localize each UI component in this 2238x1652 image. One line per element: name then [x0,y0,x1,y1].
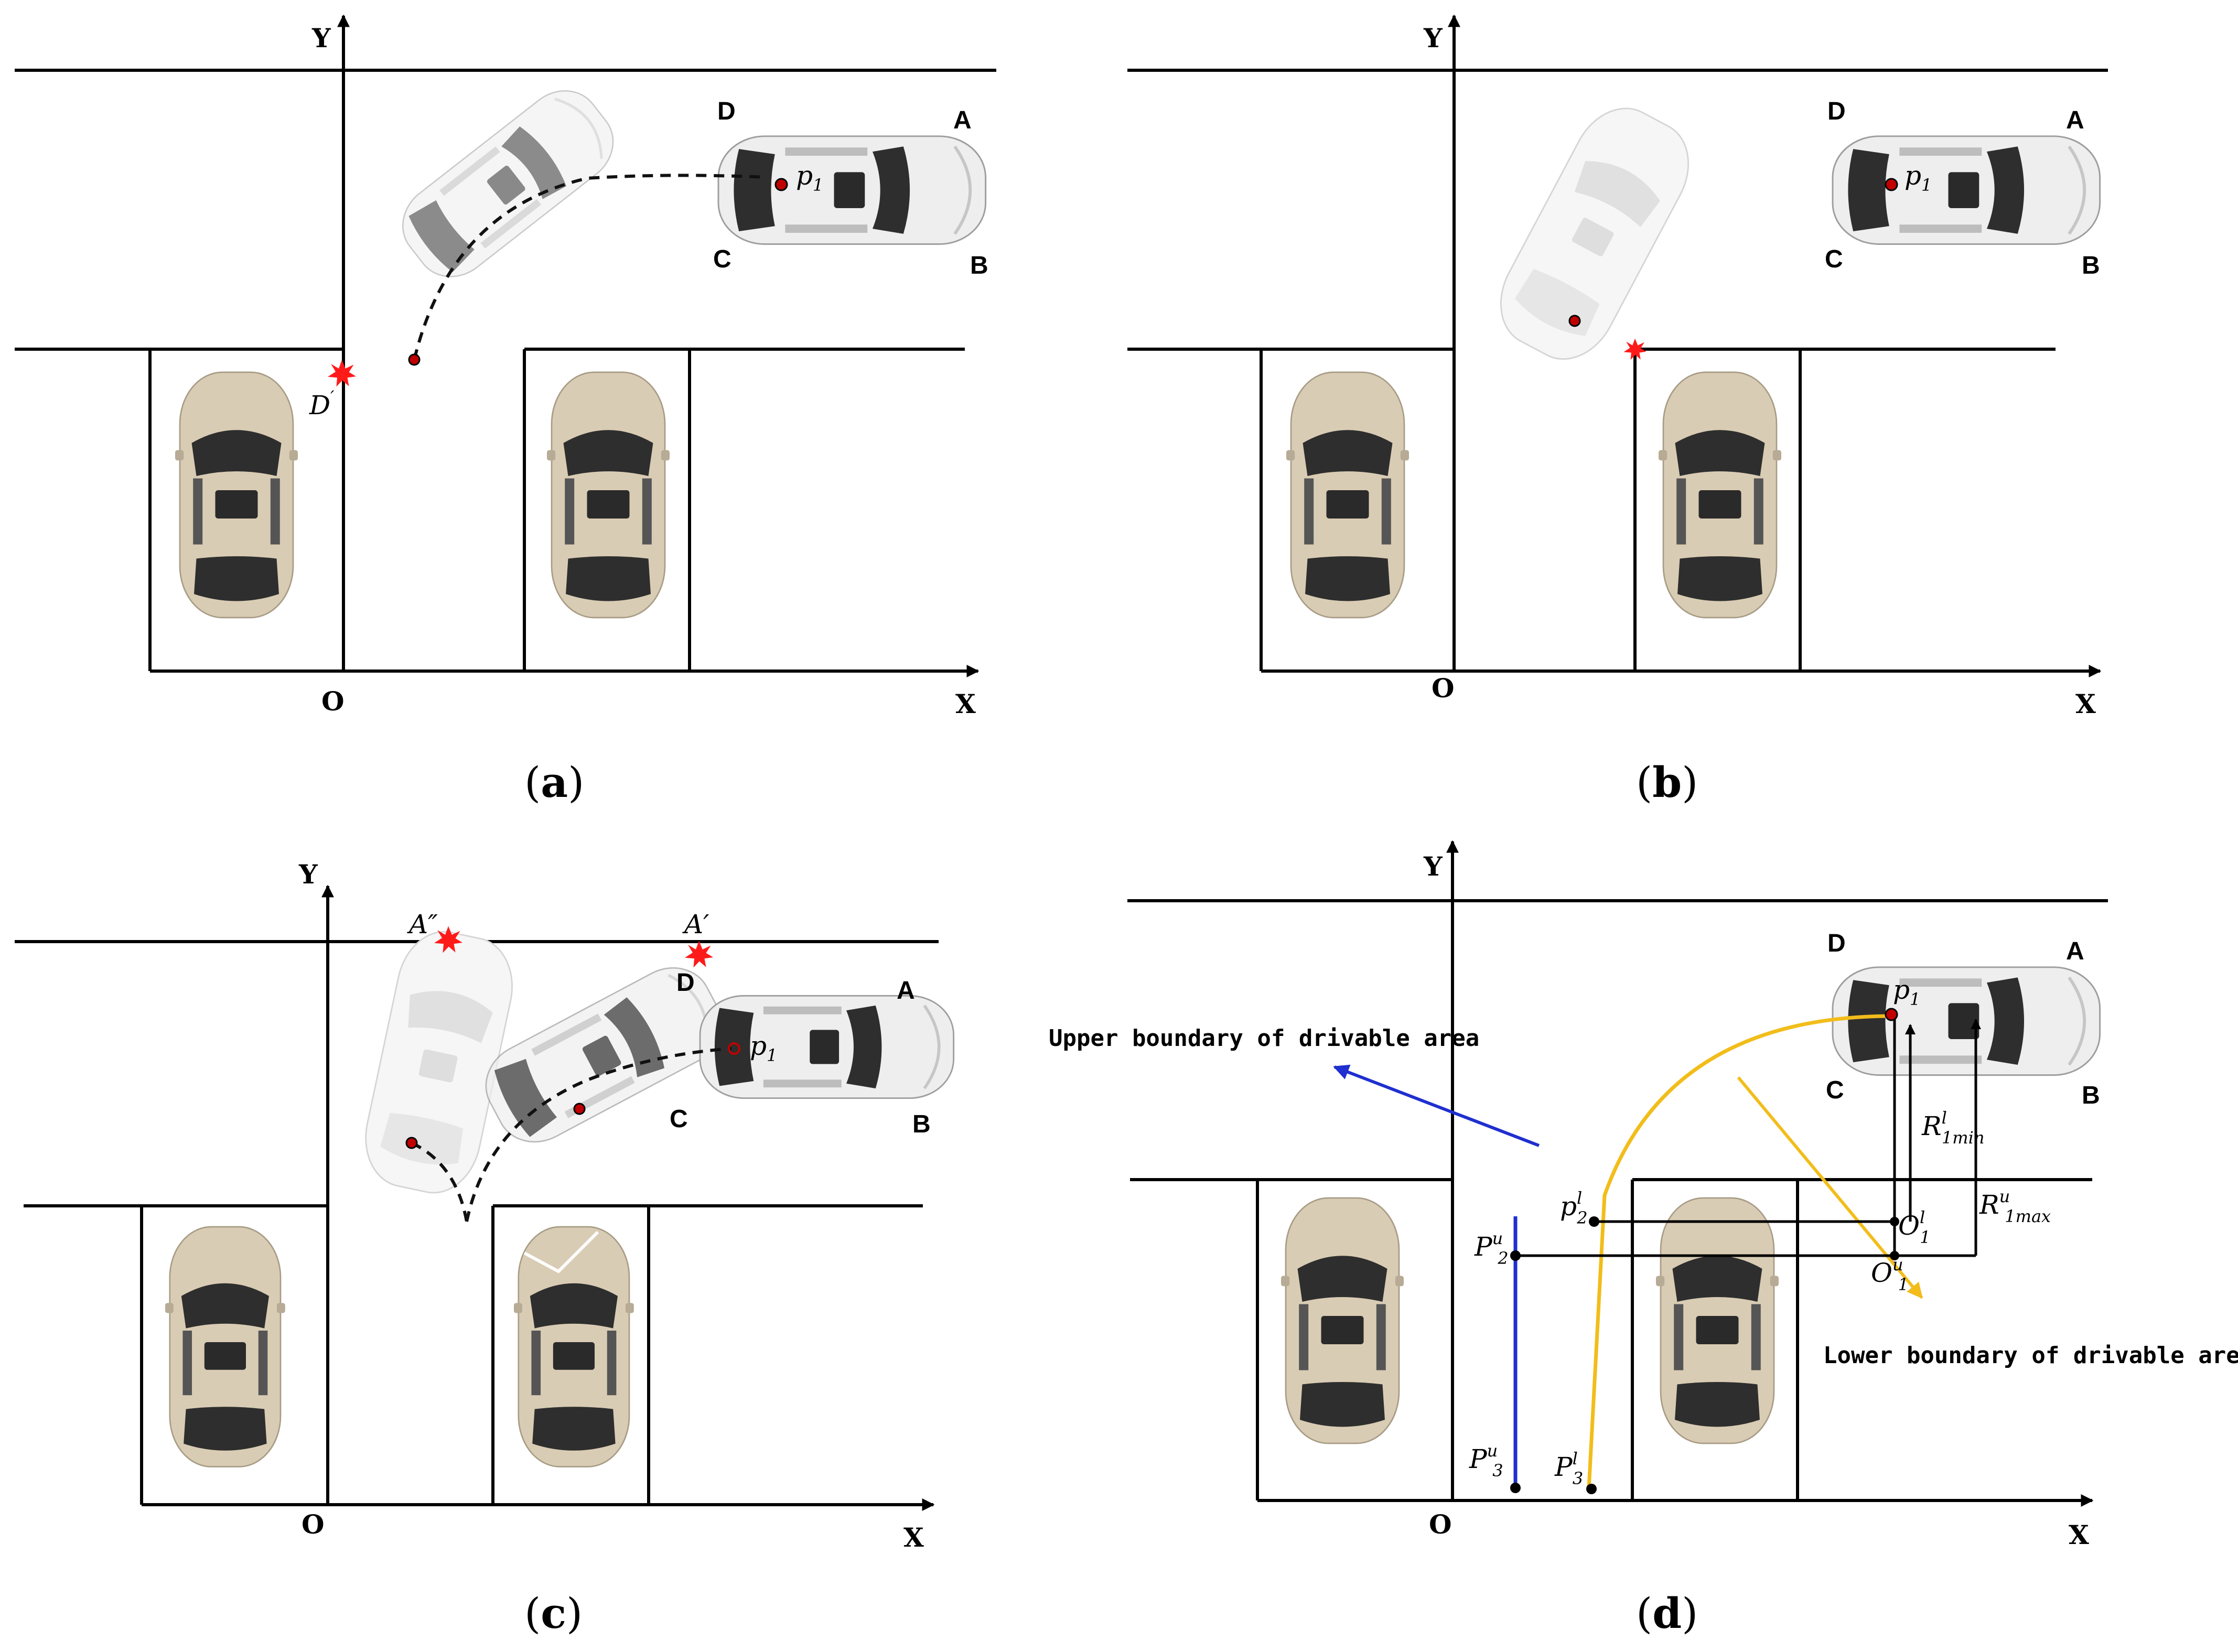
x-axis-label: X [955,688,976,719]
point-label-p1: p1 [750,1031,777,1065]
x-axis-label: X [2069,1519,2089,1550]
corner-label-a: A [2066,937,2084,965]
corner-label-c: C [1826,1076,1844,1104]
point-label-p1: p1 [796,160,823,195]
parked-car-right [546,371,671,619]
parked-car-left [1280,1197,1405,1444]
x-axis-label: X [2075,688,2096,719]
corner-label-c: C [1825,245,1843,273]
parked-car-right [1655,1197,1780,1444]
moving-car [1833,967,2100,1075]
corner-label-d: D [717,98,736,125]
parked-car-highlight [523,1230,599,1273]
lower-boundary-arrow [1737,1076,1923,1299]
corner-label-d: D [676,969,695,997]
rear-axle-point [728,1042,740,1055]
panel-b: Y X O D A C B p1 (b) [1127,14,2108,807]
point-p2-u [1510,1250,1521,1261]
trajectory-path [413,174,766,360]
center-o1-l [1890,1217,1899,1226]
corner-label-b: B [970,252,988,279]
rear-axle-point [573,1103,586,1115]
parked-car-left [1285,371,1410,619]
panel-a: Y X O D A C B p1 D′ (a) [15,14,996,807]
corner-label-c: C [713,245,731,273]
rear-axle-point [405,1137,418,1149]
panel-c: Y X O A″ A′ D A C B p1 (c) [15,859,954,1638]
corner-label-a: A [897,977,915,1005]
caption-a: (a) [524,758,584,807]
corner-label-b: B [2082,1082,2100,1109]
corner-label-d: D [1827,98,1846,125]
caption-b: (b) [1636,758,1698,807]
y-axis-label: Y [1423,23,1443,53]
rear-axle-point [1885,178,1898,191]
corner-label-a: A [2066,106,2084,134]
origin-label: O [321,686,345,717]
rear-axle-point [408,353,421,366]
y-axis-label: Y [1423,851,1443,882]
y-axis-label: Y [311,23,331,53]
origin-label: O [302,1509,325,1540]
collision-label-a-double-prime: A″ [407,909,438,940]
collision-burst-icon [685,941,713,968]
upper-boundary-arrow [1333,1064,1540,1147]
parked-car-left [164,1226,286,1467]
upper-boundary-label: Upper boundary of drivable area [1049,1025,1479,1052]
caption-d: (d) [1636,1589,1698,1638]
origin-label: O [1429,1509,1452,1540]
trajectory-path-2 [465,1047,732,1222]
rear-axle-point [774,178,788,191]
corner-label-a: A [953,106,972,134]
parked-car-left [174,371,299,619]
moving-car-ghost [1482,92,1707,376]
origin-label: O [1432,673,1455,704]
corner-label-d: D [1827,930,1846,957]
moving-car [1833,136,2100,244]
point-p3-l [1586,1484,1597,1494]
point-p3-u [1510,1483,1521,1493]
point-label-p1: p1 [1893,975,1920,1009]
caption-c: (c) [524,1589,583,1638]
lower-boundary-label: Lower boundary of drivable area [1823,1342,2238,1369]
corner-label-b: B [912,1110,931,1138]
panel-d: Y X O D A C B p1 Upper boundary of driva… [1049,840,2238,1638]
lower-boundary-curve [1587,1014,1891,1489]
collision-label-a-prime: A′ [682,909,709,940]
parked-car-right [513,1226,635,1467]
y-axis-label: Y [298,859,318,890]
x-axis-label: X [903,1522,924,1553]
point-label-p1: p1 [1905,160,1932,195]
corner-label-c: C [670,1105,688,1133]
moving-car [718,136,986,244]
moving-car-ghost [388,75,628,292]
parked-car-right [1658,371,1782,619]
rear-axle-point [1885,1008,1898,1021]
center-o1-u [1890,1251,1899,1260]
rear-axle-point [1568,315,1581,327]
collision-label-d-prime: D′ [309,387,335,420]
point-p2-l [1589,1216,1599,1227]
corner-label-b: B [2082,252,2100,279]
